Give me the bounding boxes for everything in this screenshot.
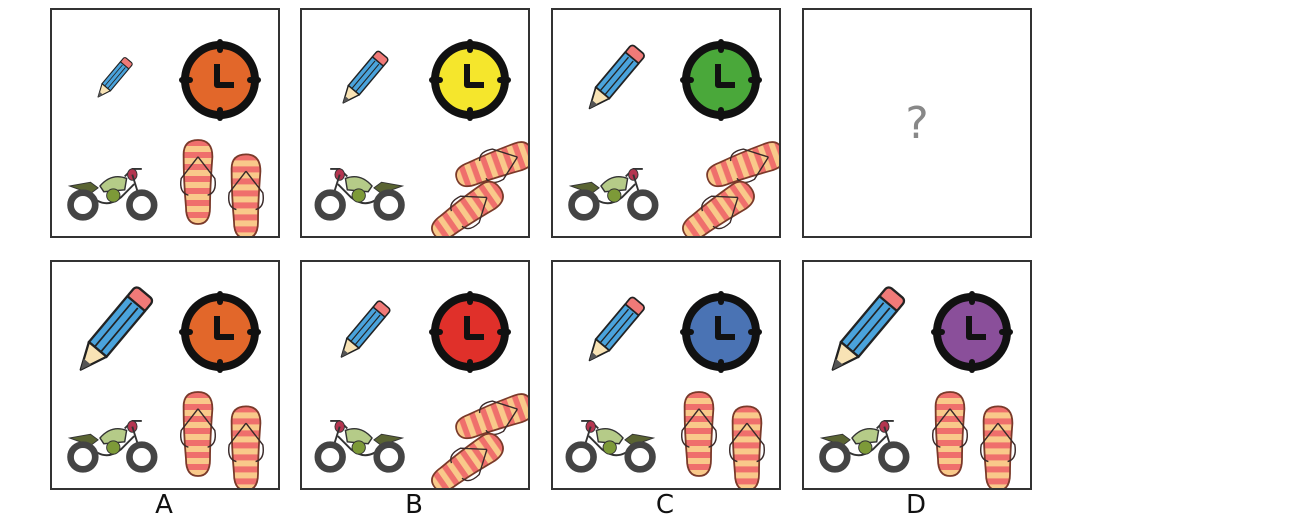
pencil-icon bbox=[93, 56, 134, 102]
option-label-c: C bbox=[655, 490, 675, 520]
clock-icon bbox=[680, 291, 762, 373]
option-panel-c[interactable] bbox=[551, 260, 781, 490]
flip-flops-icon bbox=[425, 388, 528, 488]
question-mark: ? bbox=[905, 97, 929, 149]
option-label-d: D bbox=[905, 490, 927, 520]
motorbike-icon bbox=[569, 421, 654, 469]
panel-drawing bbox=[52, 284, 278, 488]
motorbike-icon bbox=[70, 421, 155, 469]
panel-drawing bbox=[553, 291, 779, 488]
flip-flops-icon bbox=[181, 392, 264, 488]
pencil-icon bbox=[336, 49, 390, 109]
clock-icon bbox=[179, 291, 261, 373]
clock-icon bbox=[931, 291, 1013, 373]
pencil-icon bbox=[581, 43, 647, 115]
motorbike-icon bbox=[70, 169, 155, 217]
motorbike-icon bbox=[571, 169, 656, 217]
flip-flops-icon bbox=[181, 140, 264, 236]
sequence-panel-2 bbox=[300, 8, 530, 238]
missing-panel: ? bbox=[802, 8, 1032, 238]
pencil-icon bbox=[70, 284, 156, 379]
motorbike-icon bbox=[318, 421, 403, 469]
flip-flops-icon bbox=[425, 136, 528, 236]
panel-drawing bbox=[52, 39, 278, 236]
clock-icon bbox=[680, 39, 762, 121]
panel-drawing bbox=[804, 284, 1030, 488]
clock-icon bbox=[429, 39, 511, 121]
clock-hands bbox=[966, 316, 986, 340]
pencil-icon bbox=[822, 284, 908, 379]
option-panel-a[interactable] bbox=[50, 260, 280, 490]
pencil-icon bbox=[334, 299, 392, 363]
pencil-icon bbox=[581, 295, 647, 367]
clock-hands bbox=[214, 316, 234, 340]
flip-flops-icon bbox=[682, 392, 765, 488]
flip-flops-icon bbox=[933, 392, 1016, 488]
motorbike-icon bbox=[318, 169, 403, 217]
flip-flops-icon bbox=[676, 136, 779, 236]
panel-drawing bbox=[553, 39, 779, 236]
clock-hands bbox=[214, 64, 234, 88]
option-label-b: B bbox=[405, 490, 423, 520]
option-label-a: A bbox=[155, 490, 173, 520]
clock-hands bbox=[715, 316, 735, 340]
motorbike-icon bbox=[822, 421, 907, 469]
sequence-panel-1 bbox=[50, 8, 280, 238]
clock-hands bbox=[715, 64, 735, 88]
option-panel-d[interactable] bbox=[802, 260, 1032, 490]
clock-icon bbox=[179, 39, 261, 121]
clock-hands bbox=[464, 316, 484, 340]
panel-drawing bbox=[302, 291, 528, 488]
option-panel-b[interactable] bbox=[300, 260, 530, 490]
sequence-panel-3 bbox=[551, 8, 781, 238]
panel-drawing bbox=[302, 39, 528, 236]
clock-hands bbox=[464, 64, 484, 88]
clock-icon bbox=[429, 291, 511, 373]
